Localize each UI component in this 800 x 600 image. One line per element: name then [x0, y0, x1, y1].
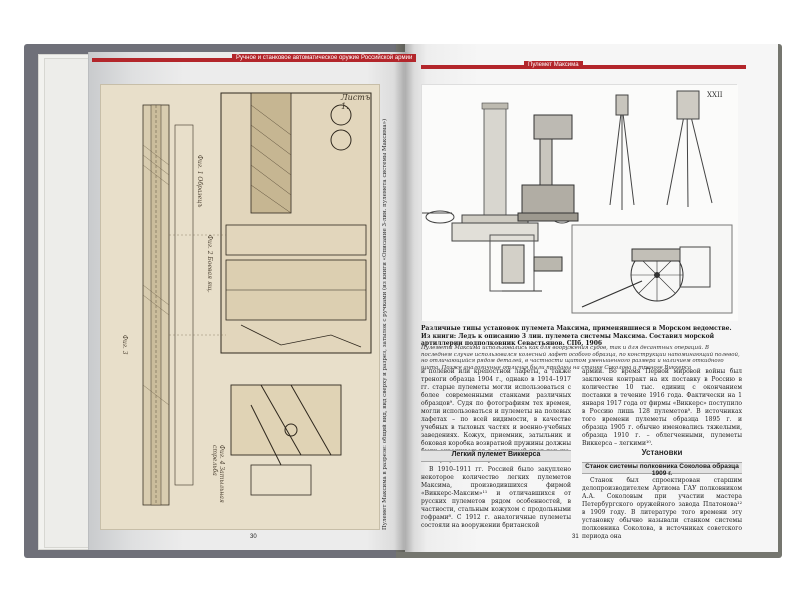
- technical-drawing-plate: Листъ 1. Фиг. 1 Образецъ Фиг. 2 Боевая я…: [100, 84, 380, 530]
- figure-caption: Различные типы установок пулемета Максим…: [421, 325, 732, 347]
- left-page-number: 30: [250, 534, 257, 540]
- right-running-head: Пулемет Максима: [524, 61, 583, 69]
- section-title: Установки: [641, 448, 683, 457]
- right-header-rule: [421, 65, 746, 69]
- plate-note-3: Фиг. 3: [121, 335, 128, 355]
- column-2-top: армии. Во время Первой мировой войны был…: [582, 368, 742, 449]
- plate-note-1: Фиг. 1 Образецъ: [196, 155, 203, 208]
- paragraph: Станок был спроектирован старшим делопро…: [582, 477, 742, 540]
- right-page-number: 31: [572, 534, 579, 540]
- naval-mounts-figure: XXII: [421, 84, 738, 321]
- gutter-shadow: [394, 44, 414, 552]
- left-vertical-caption: Пулемет Максима в разрезе: общий вид, ви…: [382, 118, 388, 530]
- figure-caption-italic: Пулеметы Максима использовались как для …: [421, 345, 740, 371]
- subhead-sokolov: Станок системы полковника Соколова образ…: [585, 463, 739, 477]
- left-running-head: Ручное и станковое автоматическое оружие…: [232, 54, 417, 62]
- svg-text:XXII: XXII: [707, 91, 723, 99]
- column-1-bottom: В 1910–1911 гг. Россией было закуплено н…: [421, 466, 571, 531]
- paragraph: армии. Во время Первой мировой войны был…: [582, 368, 742, 447]
- subhead-band-2: [582, 462, 742, 474]
- plate-note-4: Фиг. 4 Затыльная стрельба: [211, 445, 225, 503]
- plate-note-2: Фиг. 2 Боевая ящ.: [206, 235, 213, 293]
- naval-mounts-drawing: XXII: [422, 85, 738, 321]
- subhead-vickers: Легкий пулемет Виккерса: [451, 451, 541, 458]
- subhead-band-1: [421, 450, 571, 462]
- column-2-bottom: Станок был спроектирован старшим делопро…: [582, 477, 742, 542]
- plate-label: Листъ 1.: [341, 93, 371, 111]
- machine-gun-drawing: [101, 85, 379, 529]
- paragraph: В 1910–1911 гг. Россией было закуплено н…: [421, 466, 571, 529]
